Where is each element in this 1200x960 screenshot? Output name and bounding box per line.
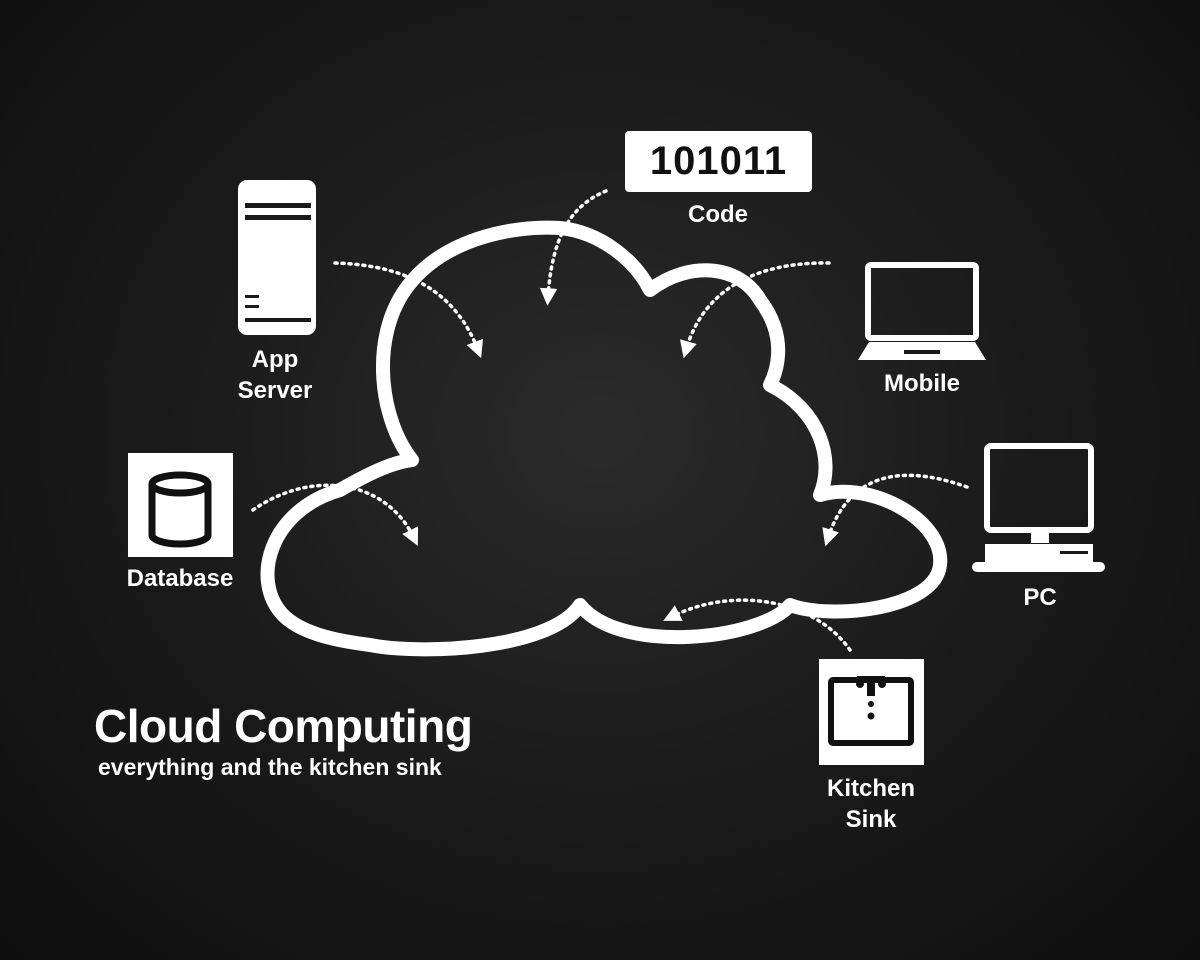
arrow-app-server (333, 261, 484, 359)
page-title: Cloud Computing (94, 700, 473, 752)
code-label: Code (688, 201, 748, 228)
app-server-label: App Server (237, 346, 313, 404)
arrow-database (251, 483, 419, 546)
code-badge: 101011 (625, 131, 812, 192)
pc-icon (972, 443, 1105, 572)
arrow-kitchen-sink (663, 598, 852, 652)
database-label: Database (126, 565, 234, 592)
kitchen-sink-label: Kitchen Sink (826, 775, 915, 833)
flow-arrows (251, 189, 969, 652)
app-server-icon (238, 180, 316, 335)
arrow-mobile (679, 261, 831, 359)
page-subtitle: everything and the kitchen sink (98, 754, 442, 780)
database-icon (128, 453, 233, 557)
arrow-code (539, 189, 608, 306)
kitchen-sink-icon (819, 659, 924, 765)
cloud-shape (260, 220, 948, 657)
arrow-pc (822, 473, 969, 547)
mobile-label: Mobile (884, 370, 960, 397)
pc-label: PC (1023, 584, 1057, 611)
mobile-laptop-icon (858, 262, 986, 360)
